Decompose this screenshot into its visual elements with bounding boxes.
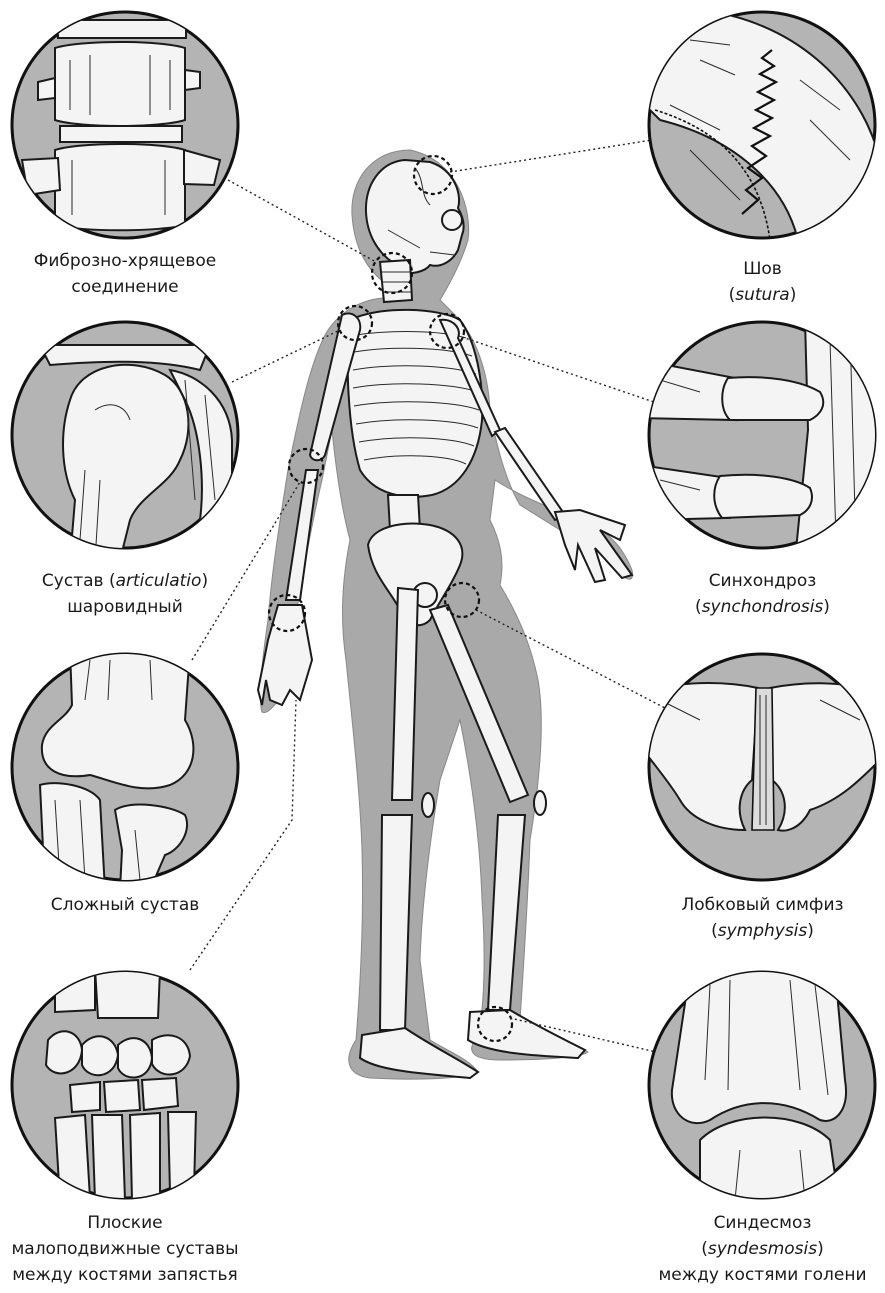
caption-line: Плоские [0, 1210, 250, 1236]
cervical-spine [380, 260, 412, 302]
human-figure [258, 150, 633, 1079]
caption-line: соединение [0, 274, 250, 300]
caption-line: шаровидный [0, 594, 250, 620]
caption-line: Синдесмоз [640, 1210, 885, 1236]
detail-synchondrosis [640, 320, 880, 560]
detail-fibrous-cartilage [12, 12, 238, 238]
detail-symphysis [640, 654, 880, 880]
caption-synchondrosis: Синхондроз (synchondrosis) [640, 568, 885, 620]
caption-complex-joint: Сложный сустав [0, 892, 250, 918]
caption-latin: symphysis [718, 921, 808, 941]
detail-ball-joint [12, 322, 238, 560]
caption-line: (syndesmosis) [640, 1236, 885, 1262]
caption-syndesmosis: Синдесмоз (syndesmosis) между костями го… [640, 1210, 885, 1288]
detail-complex-joint [12, 650, 238, 890]
caption-latin: sutura [735, 285, 789, 305]
caption-latin: articulatio [116, 571, 202, 591]
caption-latin: synchondrosis [702, 597, 824, 617]
caption-symphysis: Лобковый симфиз (symphysis) [640, 892, 885, 944]
caption-text: Сустав ( [42, 571, 116, 591]
caption-line: (synchondrosis) [640, 594, 885, 620]
caption-ball-joint: Сустав (articulatio) шаровидный [0, 568, 250, 620]
caption-line: Шов [640, 256, 885, 282]
caption-line: малоподвижные суставы [0, 1236, 250, 1262]
caption-line: между костями запястья [0, 1262, 250, 1288]
caption-line: между костями голени [640, 1262, 885, 1288]
eye-socket [442, 210, 462, 230]
hand-right [555, 510, 632, 582]
caption-suture: Шов (sutura) [640, 256, 885, 308]
caption-line: Лобковый симфиз [640, 892, 885, 918]
caption-line: Фиброзно-хрящевое [0, 248, 250, 274]
caption-text: ) [823, 597, 830, 617]
caption-text: ( [711, 921, 718, 941]
caption-line: Сустав (articulatio) [0, 568, 250, 594]
caption-fibrous-cartilage: Фиброзно-хрящевое соединение [0, 248, 250, 300]
kneecap-left [422, 793, 434, 817]
caption-text: ) [790, 285, 797, 305]
caption-latin: syndesmosis [708, 1239, 817, 1259]
detail-suture [640, 10, 880, 250]
kneecap-right [534, 791, 546, 815]
caption-line: Сложный сустав [0, 892, 250, 918]
caption-line: (sutura) [640, 282, 885, 308]
caption-text: ) [817, 1239, 824, 1259]
caption-text: ) [201, 571, 208, 591]
caption-carpal-joints: Плоские малоподвижные суставы между кост… [0, 1210, 250, 1288]
caption-text: ( [701, 1239, 708, 1259]
caption-line: (symphysis) [640, 918, 885, 944]
detail-syndesmosis [649, 970, 875, 1210]
caption-line: Синхондроз [640, 568, 885, 594]
caption-text: ( [695, 597, 702, 617]
caption-text: ) [807, 921, 814, 941]
detail-carpal-joints [12, 968, 238, 1200]
